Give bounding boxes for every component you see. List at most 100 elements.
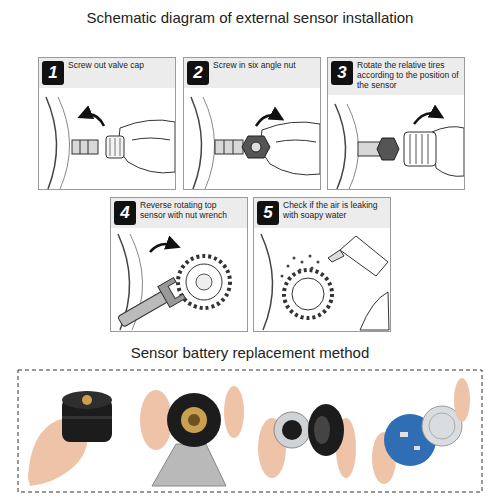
step-two-drawing	[203, 97, 215, 189]
step-four-drawing	[150, 244, 176, 252]
battery-photo-four	[414, 446, 420, 450]
step-one-drawing	[88, 140, 89, 154]
step-three-drawing	[404, 132, 436, 166]
step-two-drawing	[276, 140, 316, 142]
step-five-drawing	[328, 250, 344, 262]
battery-photo-three	[258, 404, 356, 478]
step-one-drawing	[110, 138, 111, 156]
step-one-drawing	[82, 114, 104, 126]
step-three-drawing	[432, 127, 464, 177]
step-number-badge: 4	[114, 201, 136, 225]
step-instruction: Reverse rotating top sensor with nut wre…	[140, 198, 244, 221]
battery-photo-four	[454, 378, 470, 422]
step-five-drawing	[284, 270, 332, 318]
step-two-drawing	[256, 115, 280, 126]
step-three-drawing	[347, 104, 359, 189]
battery-photo-four	[400, 432, 408, 437]
step-four-drawing	[178, 256, 230, 308]
battery-photo-one	[62, 391, 112, 409]
step-instruction: Check if the air is leaking with soapy w…	[283, 198, 387, 221]
step-five-drawing	[360, 292, 389, 330]
step-number: 5	[257, 201, 279, 225]
step-two-drawing	[191, 97, 202, 189]
step-five-drawing	[293, 257, 296, 260]
step-five-drawing	[261, 234, 389, 330]
step-four-drawing	[115, 234, 230, 332]
step-two-drawing	[191, 97, 320, 189]
step-number-badge: 3	[331, 61, 353, 85]
step-five-drawing	[281, 275, 284, 278]
step-one-drawing	[120, 138, 121, 156]
step-three-drawing	[422, 134, 423, 164]
battery-photo-two	[140, 386, 244, 486]
step-five-drawing	[261, 234, 273, 330]
battery-photo-four	[429, 413, 455, 439]
step-instruction: Rotate the relative tires according to t…	[357, 58, 461, 90]
step-two-drawing	[242, 136, 270, 158]
step-one-drawing	[58, 97, 70, 189]
battery-photo-one	[62, 416, 112, 419]
step-five-drawing	[292, 278, 324, 310]
battery-photo-four	[372, 378, 470, 484]
step-panel: Screw out valve cap 1	[38, 57, 176, 190]
step-two-drawing	[224, 140, 225, 154]
battery-photo-one	[82, 395, 92, 405]
step-three-drawing	[335, 104, 346, 189]
section-heading: Sensor battery replacement method	[131, 344, 369, 361]
step-two-drawing	[215, 140, 243, 154]
step-three-drawing	[335, 104, 464, 189]
step-number: 4	[114, 201, 136, 225]
step-panel: Reverse rotating top sensor with nut wre…	[110, 197, 248, 332]
step-panel: Rotate the relative tires according to t…	[327, 57, 465, 190]
step-four-drawing	[158, 278, 186, 308]
battery-photo-two	[224, 386, 244, 438]
step-three-drawing	[410, 134, 411, 164]
step-one-drawing	[132, 138, 170, 140]
battery-photo-frame	[18, 370, 482, 492]
battery-photo-two	[152, 444, 226, 486]
step-instruction: Screw out valve cap	[68, 58, 172, 71]
step-one-drawing	[46, 97, 175, 189]
section-heading-row: Sensor battery replacement method	[0, 344, 500, 362]
step-number: 2	[187, 61, 209, 85]
step-one-drawing	[115, 138, 116, 156]
step-panel: Check if the air is leaking with soapy w…	[253, 197, 391, 332]
step-four-drawing	[196, 274, 212, 290]
step-two-drawing	[261, 122, 320, 175]
step-one-drawing	[119, 120, 175, 173]
step-four-drawing	[186, 264, 222, 300]
step-three-drawing	[428, 134, 429, 164]
step-five-drawing	[340, 236, 388, 276]
step-three-drawing	[377, 138, 399, 160]
title: Schematic diagram of external sensor ins…	[87, 9, 414, 26]
battery-photo-two	[181, 407, 207, 433]
battery-photo-two	[188, 414, 200, 426]
step-number: 3	[331, 61, 353, 85]
step-number-badge: 2	[187, 61, 209, 85]
battery-photo-two	[167, 393, 221, 447]
step-three-drawing	[416, 134, 417, 164]
step-number-badge: 1	[42, 61, 64, 85]
step-five-drawing	[311, 267, 314, 270]
step-four-drawing	[118, 291, 169, 327]
step-five-drawing	[317, 261, 320, 264]
step-two-drawing	[251, 142, 261, 152]
battery-photo-three	[314, 416, 330, 444]
step-four-drawing	[115, 278, 186, 333]
step-one-drawing	[80, 140, 81, 154]
battery-photo-frame	[18, 370, 482, 492]
step-one-drawing	[72, 140, 98, 154]
step-five-drawing	[299, 269, 302, 272]
title-row: Schematic diagram of external sensor ins…	[0, 9, 500, 27]
step-five-drawing	[287, 265, 290, 268]
battery-photo-three	[282, 420, 302, 440]
step-five-drawing	[309, 255, 312, 258]
battery-photo-three	[274, 412, 310, 448]
battery-photo-three	[308, 404, 344, 456]
step-two-drawing	[233, 140, 234, 154]
step-panel: Screw in six angle nut2	[183, 57, 321, 190]
step-one-drawing	[46, 97, 57, 189]
step-number: 1	[42, 61, 64, 85]
step-number-badge: 5	[257, 201, 279, 225]
